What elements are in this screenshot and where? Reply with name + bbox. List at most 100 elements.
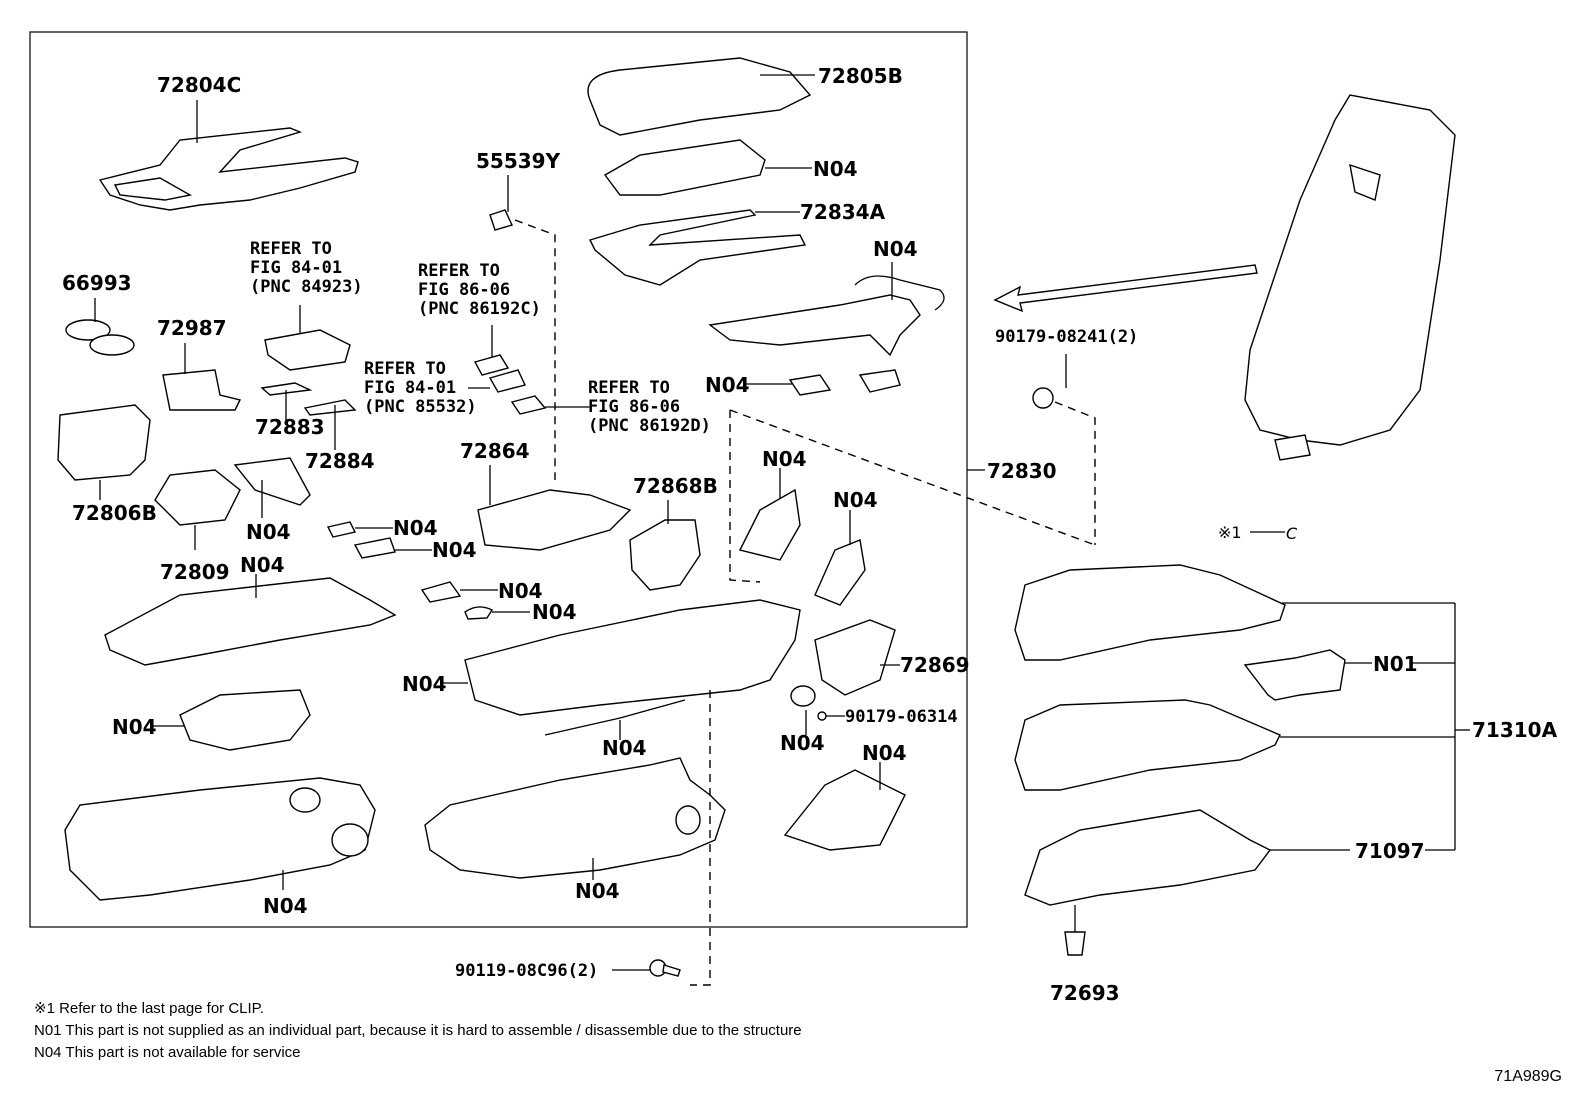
label-N04-bracket: N04 [246,520,291,544]
label-N04-cable: N04 [602,736,647,760]
label-72868B: 72868B [633,474,718,498]
part-72883[interactable] [260,382,313,420]
part-90179-06314[interactable] [817,711,845,721]
label-N04-sw4: N04 [532,600,577,624]
footnote-N01: N01 This part is not supplied as an indi… [34,1022,802,1039]
part-72693[interactable] [1064,905,1086,956]
label-90179-06314: 90179-06314 [845,707,958,727]
svg-text:REFER TO: REFER TO [364,359,446,379]
part-90119-08C96[interactable] [612,959,681,977]
label-72883: 72883 [255,415,325,439]
label-66993: 66993 [62,271,132,295]
part-N04-frame[interactable] [440,599,801,716]
part-N01[interactable] [1243,649,1455,701]
part-72830[interactable] [690,409,1096,986]
part-72809[interactable] [154,469,241,550]
label-90179-08241: 90179-08241(2) [995,327,1138,347]
label-N04-sw2: N04 [432,538,477,562]
refer-note-86192C: REFER TO FIG 86-06 (PNC 86192C) [418,261,541,393]
label-72834A: 72834A [800,200,886,224]
footnote-clip: ※1 Refer to the last page for CLIP. [34,1000,264,1017]
part-72805B[interactable] [587,57,815,136]
label-72804C: 72804C [157,73,241,97]
svg-text:(PNC 85532): (PNC 85532) [364,397,477,417]
part-N04-lower-left[interactable] [64,777,376,901]
part-72884[interactable] [303,399,357,450]
part-N04-harness[interactable] [708,262,945,357]
footnote-N04: N04 This part is not available for servi… [34,1044,301,1061]
label-N04-connector: N04 [705,373,750,397]
part-72804C[interactable] [98,100,359,211]
svg-text:REFER TO: REFER TO [250,239,332,259]
part-N04-side-2[interactable] [814,510,866,606]
footnotes: ※1 Refer to the last page for CLIP. N01 … [34,998,802,1064]
part-N04-switch-4[interactable] [464,606,530,620]
label-N04-side2: N04 [833,488,878,512]
clip-reference: ※1 C [1218,523,1298,543]
part-72868B[interactable] [629,500,701,591]
label-N04-lower-center: N04 [575,879,620,903]
part-72864[interactable] [477,465,632,551]
part-N04-tray[interactable] [150,689,311,751]
svg-text:C: C [1286,524,1298,543]
part-N04-lower-center[interactable] [424,757,726,880]
part-72987[interactable] [162,343,242,411]
part-N04-damper[interactable] [790,685,816,735]
part-N04-base-panel[interactable] [104,574,397,666]
label-72869: 72869 [900,653,970,677]
label-N04-pad: N04 [862,741,907,765]
label-72693: 72693 [1050,981,1120,1005]
label-72864: 72864 [460,439,530,463]
assembly-frame [29,31,968,928]
svg-text:REFER TO: REFER TO [418,261,500,281]
svg-text:(PNC 84923): (PNC 84923) [250,277,363,297]
label-N04-lower-left: N04 [263,894,308,918]
label-72805B: 72805B [818,64,903,88]
refer-note-84923: REFER TO FIG 84-01 (PNC 84923) [250,239,363,371]
refer-note-85532: REFER TO FIG 84-01 (PNC 85532) [364,359,490,417]
part-71310A-top[interactable] [1014,564,1455,661]
part-71097[interactable] [1024,809,1455,906]
part-N04-bracket[interactable] [233,457,311,518]
part-72834A[interactable] [589,209,807,286]
label-N04-harness: N04 [873,237,918,261]
label-72809: 72809 [160,560,230,584]
label-72806B: 72806B [72,501,157,525]
label-72884: 72884 [305,449,375,473]
svg-text:FIG 84-01: FIG 84-01 [364,378,456,398]
part-90179-08241[interactable] [1032,354,1096,545]
part-66993[interactable] [65,298,135,356]
part-72806B[interactable] [57,404,151,500]
figure-id: 71A989G [1494,1068,1562,1085]
part-71310A-middle[interactable] [1014,699,1455,791]
label-71097: 71097 [1355,839,1425,863]
part-N04-lid-inner[interactable] [603,139,812,196]
label-72987: 72987 [157,316,227,340]
svg-text:REFER TO: REFER TO [588,378,670,398]
part-N04-connector[interactable] [744,369,901,396]
part-N04-switch-2[interactable] [353,537,432,559]
part-N04-cable[interactable] [544,699,686,740]
label-N04-sw3: N04 [498,579,543,603]
label-N04-frame: N04 [402,672,447,696]
label-N04-damper: N04 [780,731,825,755]
part-N04-switch-3[interactable] [420,581,498,603]
svg-text:※1: ※1 [1218,523,1242,542]
part-N04-side-1[interactable] [738,468,801,561]
svg-text:FIG 84-01: FIG 84-01 [250,258,342,278]
label-71310A: 71310A [1472,718,1558,742]
part-72869[interactable] [814,619,900,696]
svg-text:FIG 86-06: FIG 86-06 [588,397,680,417]
label-N04-side1: N04 [762,447,807,471]
part-armrest-assembly[interactable] [1244,94,1456,461]
label-N04-lid: N04 [813,157,858,181]
label-N04-base: N04 [240,553,285,577]
label-72830: 72830 [987,459,1057,483]
label-55539Y: 55539Y [476,149,561,173]
part-N04-switch-1[interactable] [326,521,393,538]
part-N04-pad[interactable] [783,762,906,851]
arrow-to-armrest [993,264,1258,313]
part-55539Y[interactable] [489,175,556,480]
svg-text:FIG 86-06: FIG 86-06 [418,280,510,300]
